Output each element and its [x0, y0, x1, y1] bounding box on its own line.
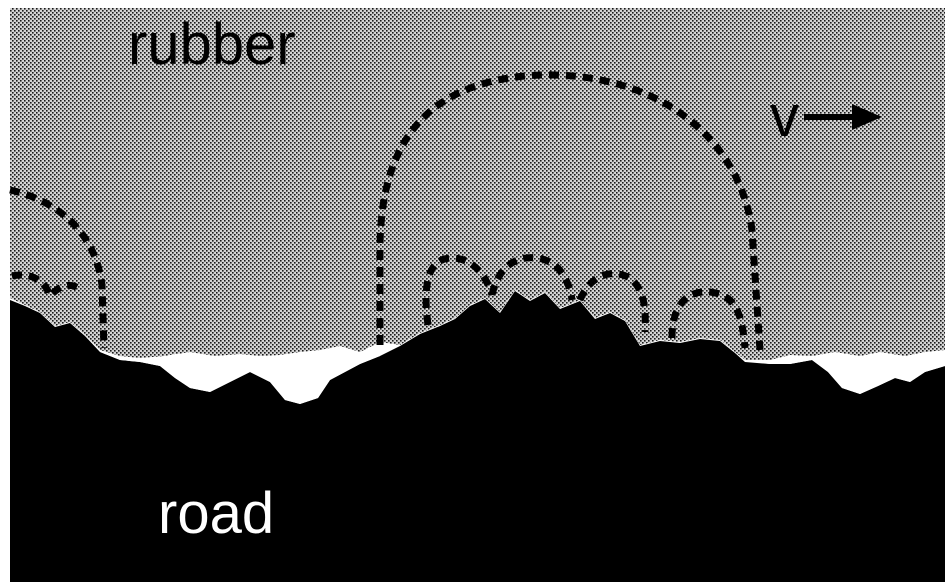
velocity-label: v — [770, 84, 799, 149]
gap-region — [745, 351, 945, 394]
left-deformation-arc — [9, 186, 108, 349]
small-deformation-arc-4 — [668, 288, 749, 349]
rubber-block — [10, 8, 945, 360]
small-deformation-arc-1 — [422, 254, 496, 326]
rubber-label: rubber — [128, 12, 296, 77]
gap-region — [100, 343, 380, 404]
velocity-indicator: v — [770, 84, 882, 149]
road-label: road — [158, 481, 274, 546]
left-small-arc — [11, 271, 80, 300]
non-contact-gaps — [100, 343, 945, 404]
small-deformation-arc-3 — [576, 270, 649, 333]
large-deformation-arc — [376, 71, 764, 351]
small-deformation-arc-2 — [488, 254, 576, 301]
right-arrow-icon — [804, 104, 882, 130]
deformation-contours — [9, 71, 764, 351]
road-surface — [10, 291, 945, 582]
